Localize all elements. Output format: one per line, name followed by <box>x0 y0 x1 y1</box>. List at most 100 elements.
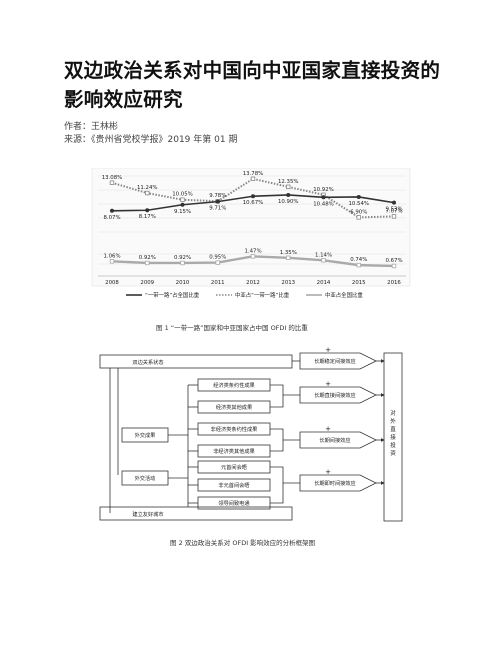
ca-bri-data-label: 13.08% <box>102 175 123 181</box>
ca-nat-data-label: 1.35% <box>280 250 297 256</box>
ca-nat-data-label: 0.92% <box>174 255 191 261</box>
figure-1-caption: 图 1 “一带一路”国家和中亚国家占中国 OFDI 的比重 <box>156 324 308 332</box>
longterm-immediate-arrow <box>299 474 377 492</box>
line-chart: 13.08% 11.24% 10.05% 9.78% 13.78% 12.35% 10.92… <box>91 167 411 299</box>
ca-nat-series-point <box>250 254 256 259</box>
figure-1: 13.08% 11.24% 10.05% 9.78% 13.78% 12.35% 10.92… <box>88 167 414 318</box>
ca-nat-series-point <box>215 260 220 265</box>
ofdi-char: 投 <box>390 441 396 449</box>
legend-label: 中亚占全国比重 <box>325 291 363 299</box>
nonecon-other-label: 非经济类其他成果 <box>213 447 255 455</box>
bri-data-label: 8.17% <box>139 214 156 220</box>
plus-sign-3: + <box>325 425 331 433</box>
ca-bri-series-point <box>250 176 256 182</box>
ca-nat-series-point <box>286 255 291 260</box>
bri-data-label: 9.15% <box>174 209 191 215</box>
x-tick-label: 2009 <box>140 280 154 286</box>
ofdi-box <box>383 352 403 522</box>
ca-bri-data-label: 7.07% <box>385 208 402 214</box>
bri-data-label: 10.67% <box>243 200 264 206</box>
ca-bri-series-point <box>145 190 150 196</box>
econ-other-label: 经济类其他成果 <box>216 403 252 411</box>
x-tick-label: 2013 <box>281 280 295 286</box>
x-tick-label: 2016 <box>387 280 401 286</box>
ca-nat-data-label: 1.14% <box>315 252 332 258</box>
x-tick-label: 2010 <box>176 280 190 286</box>
longterm-direct-label: 长期直接间接效应 <box>314 391 356 399</box>
nonecon-trade-label: 非经济类条约性成果 <box>211 425 258 433</box>
ca-nat-series-point <box>321 258 326 263</box>
ca-nat-series-point <box>391 263 397 269</box>
longterm-direct-arrow <box>299 386 377 404</box>
ca-bri-series-point <box>109 180 115 185</box>
figure-2: 双边关系状态 外交成果 外交活动 经济类条约性成果 经济类其他成果 非经济类条约… <box>88 345 414 527</box>
plus-sign-1: + <box>325 346 331 354</box>
head-meeting-label: 元首间会晤 <box>221 463 247 471</box>
ca-nat-data-label: 1.06% <box>103 253 120 259</box>
ca-nat-series-point <box>145 260 150 266</box>
bri-series-point <box>251 194 255 199</box>
ca-bri-data-label: 9.78% <box>209 193 226 199</box>
ofdi-char: 直 <box>390 425 396 433</box>
plus-sign-4: + <box>325 468 331 476</box>
author-line: 作者：王林彬 <box>64 122 119 132</box>
ca-nat-data-label: 0.74% <box>350 257 367 263</box>
ca-bri-data-label: 10.05% <box>172 192 193 198</box>
x-tick-label: 2015 <box>352 280 366 286</box>
ca-bri-series-line <box>111 177 395 219</box>
ofdi-char: 资 <box>390 449 396 457</box>
nonhead-meeting-label: 非元首间会晤 <box>218 481 249 489</box>
diplomatic-result-label: 外交成果 <box>135 431 156 439</box>
econ-trade-label: 经济类条约性成果 <box>213 381 255 389</box>
framework-diagram: 双边关系状态 外交成果 外交活动 经济类条约性成果 经济类其他成果 非经济类条约… <box>99 346 403 522</box>
ca-nat-data-label: 0.92% <box>139 255 156 261</box>
bri-data-label: 8.07% <box>103 215 120 221</box>
bri-data-label: 9.71% <box>209 206 226 212</box>
x-tick-label: 2011 <box>211 280 225 286</box>
longterm-stable-label: 长期稳定间接效应 <box>314 357 356 365</box>
friendly-city-box <box>99 506 293 521</box>
bri-data-label: 10.54% <box>348 201 369 207</box>
ca-bri-series-point <box>180 197 185 202</box>
ca-bri-series-point <box>286 184 291 190</box>
ofdi-char: 对 <box>390 409 396 417</box>
ca-bri-series-point <box>356 215 361 220</box>
bri-series-point <box>321 195 326 200</box>
bilateral-state-box <box>99 354 293 369</box>
bri-data-label: 9.53% <box>385 207 402 213</box>
ca-nat-data-label: 0.95% <box>209 255 226 261</box>
legend-label: “一带一路”占全国比重 <box>145 291 200 299</box>
bri-series-point <box>356 194 361 199</box>
plus-sign-2: + <box>325 380 331 388</box>
x-tick-label: 2012 <box>246 280 260 286</box>
x-tick-label: 2014 <box>317 280 331 286</box>
ca-nat-data-label: 0.67% <box>385 258 402 264</box>
ca-bri-data-label: 11.24% <box>137 185 158 191</box>
longterm-stable-arrow <box>299 352 377 370</box>
ca-bri-data-label: 12.35% <box>278 179 299 185</box>
ca-bri-data-label: 13.78% <box>243 171 264 177</box>
ca-nat-data-label: 1.47% <box>244 248 261 254</box>
ca-nat-series-point <box>109 259 115 264</box>
bri-series-point <box>215 199 220 204</box>
longterm-immediate-label: 长期即时间接效应 <box>314 479 356 487</box>
article-title: 双边政治关系对中国向中亚国家直接投资的影响效应研究 <box>64 59 441 111</box>
diplomatic-activity-label: 外交活动 <box>135 474 156 482</box>
ofdi-char: 外 <box>390 417 396 425</box>
ca-bri-data-label: 6.90% <box>350 209 367 215</box>
ca-bri-series-point <box>391 214 397 219</box>
bilateral-label: 双边关系状态 <box>132 358 163 366</box>
bri-series-point <box>286 192 291 197</box>
bri-series-point <box>392 200 396 205</box>
bri-data-label: 10.48% <box>313 201 334 207</box>
ca-nat-series-point <box>180 260 185 266</box>
bri-data-label: 10.90% <box>278 199 299 205</box>
longterm-indirect-label: 长期间接效应 <box>319 436 350 444</box>
x-tick-label: 2008 <box>105 280 119 286</box>
bri-series-point <box>110 208 114 213</box>
bri-series-point <box>145 208 150 213</box>
longterm-indirect-arrow <box>299 431 377 449</box>
ofdi-char: 接 <box>390 433 396 441</box>
friendly-city-label: 建立友好城市 <box>132 510 163 518</box>
ca-bri-data-label: 10.92% <box>313 187 334 193</box>
